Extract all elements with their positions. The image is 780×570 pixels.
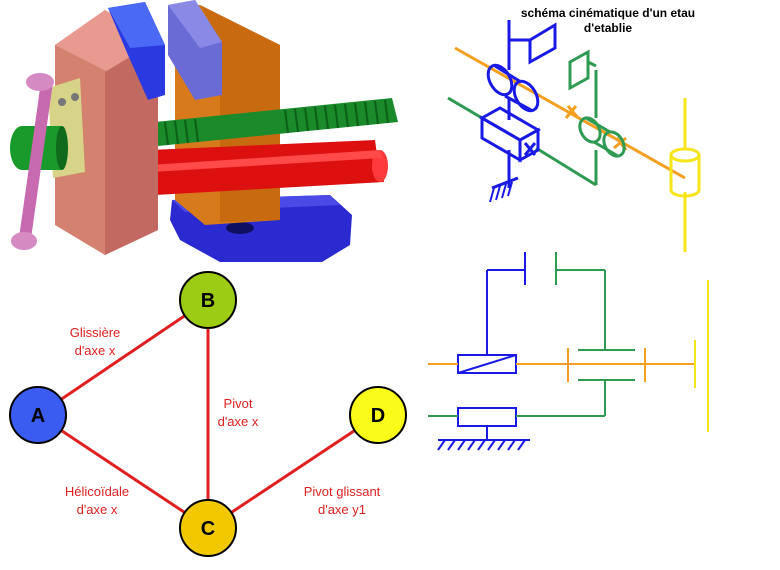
edge-a-b — [37, 298, 209, 417]
edge-a-c-label-line2: d'axe x — [77, 502, 118, 517]
schema2d-blue-part — [437, 252, 530, 451]
edge-b-c-label-line1: Pivot — [224, 396, 253, 411]
schema3d-orange-part — [454, 46, 686, 180]
node-b-label: B — [201, 290, 215, 312]
vice-illustration — [10, 0, 398, 262]
vice-guide-rods — [150, 140, 388, 195]
schema2d-yellow-part — [694, 280, 709, 432]
edge-a-c — [37, 413, 209, 530]
edge-a-c-label-line1: Hélicoïdale — [65, 484, 129, 499]
node-d — [349, 386, 407, 444]
node-a — [9, 386, 67, 444]
edge-b-c-label-line2: d'axe x — [218, 414, 259, 429]
schema3d-blue-part — [478, 20, 557, 203]
kinematic-schema-2d — [428, 252, 709, 451]
schema-title-line1: schéma cinématique d'un etau — [520, 6, 696, 20]
edge-a-b-label-line1: Glissière — [70, 325, 121, 340]
node-c — [179, 499, 237, 557]
schema3d-yellow-part — [669, 98, 701, 252]
schema-title-line2: d'etablie — [583, 21, 633, 35]
vice-handle — [11, 73, 54, 250]
edge-a-b-label-line2: d'axe x — [75, 343, 116, 358]
node-b — [179, 271, 237, 329]
schema2d-orange-part — [428, 348, 695, 382]
schema2d-green-part — [428, 252, 635, 417]
vice-screw — [155, 98, 398, 146]
node-a-label: A — [31, 405, 45, 427]
liaison-graph: A B C D Glissière d'axe x Pivot d'axe x … — [9, 271, 407, 557]
kinematic-schema-3d — [447, 20, 701, 252]
edge-c-d-label-line1: Pivot glissant — [304, 484, 381, 499]
schema3d-green-part — [447, 49, 626, 187]
node-c-label: C — [201, 518, 215, 540]
edge-c-d — [207, 413, 379, 530]
vice-base-hole — [226, 222, 254, 234]
edge-c-d-label-line2: d'axe y1 — [318, 502, 366, 517]
node-d-label: D — [371, 405, 385, 427]
